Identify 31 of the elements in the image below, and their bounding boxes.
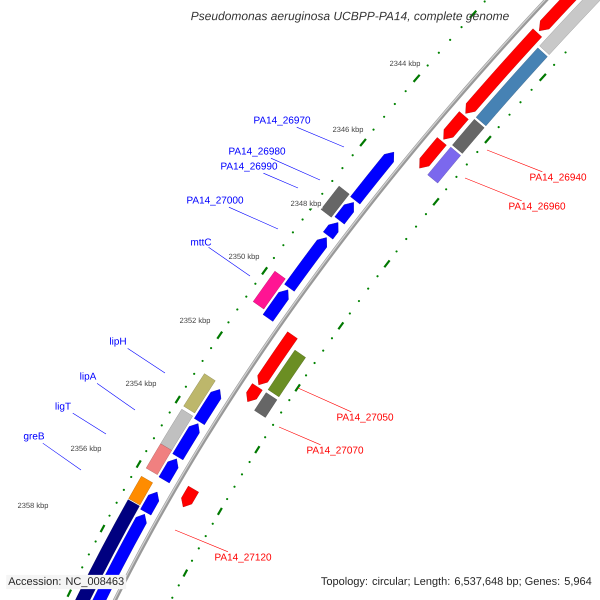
leader-line bbox=[298, 388, 352, 412]
leader-line bbox=[228, 206, 278, 230]
leader-line bbox=[296, 126, 344, 148]
leader-line bbox=[42, 442, 82, 470]
gene-label: mttC bbox=[191, 238, 212, 246]
footer-text: Accession: NC_008463 bbox=[6, 574, 126, 590]
gene-label: ligT bbox=[56, 402, 71, 412]
gene-label: PA14_27000 bbox=[187, 196, 244, 206]
gene-label: PA14_26980 bbox=[229, 148, 286, 156]
leader-line bbox=[208, 246, 250, 276]
gene-label: PA14_26960 bbox=[509, 202, 566, 212]
leader-line bbox=[174, 530, 228, 552]
leader-line bbox=[72, 412, 106, 434]
leader-line bbox=[96, 383, 136, 410]
leader-line bbox=[270, 158, 320, 180]
leader-line bbox=[263, 172, 298, 188]
leader-line bbox=[464, 178, 522, 202]
gene-label: greB bbox=[24, 432, 44, 442]
footer-text: Topology: circular; Length: 6,537,648 bp; Genes: 5,964 bbox=[318, 574, 594, 590]
gene-label: PA14_27050 bbox=[337, 414, 394, 422]
map-title: Pseudomonas aeruginosa UCBPP-PA14, complete genome bbox=[191, 11, 509, 23]
gene-label: PA14_26940 bbox=[530, 174, 586, 182]
gene-label: PA14_27070 bbox=[307, 446, 364, 456]
leader-line bbox=[486, 150, 543, 172]
gene-label: lipH bbox=[110, 337, 126, 347]
leader-line bbox=[278, 426, 321, 446]
gene-label: lipA bbox=[80, 372, 96, 382]
gene-label: PA14_27120 bbox=[215, 554, 272, 562]
gene-label: PA14_26970 bbox=[254, 116, 310, 126]
leader-line bbox=[127, 348, 166, 374]
gene-label: PA14_26990 bbox=[221, 162, 278, 172]
